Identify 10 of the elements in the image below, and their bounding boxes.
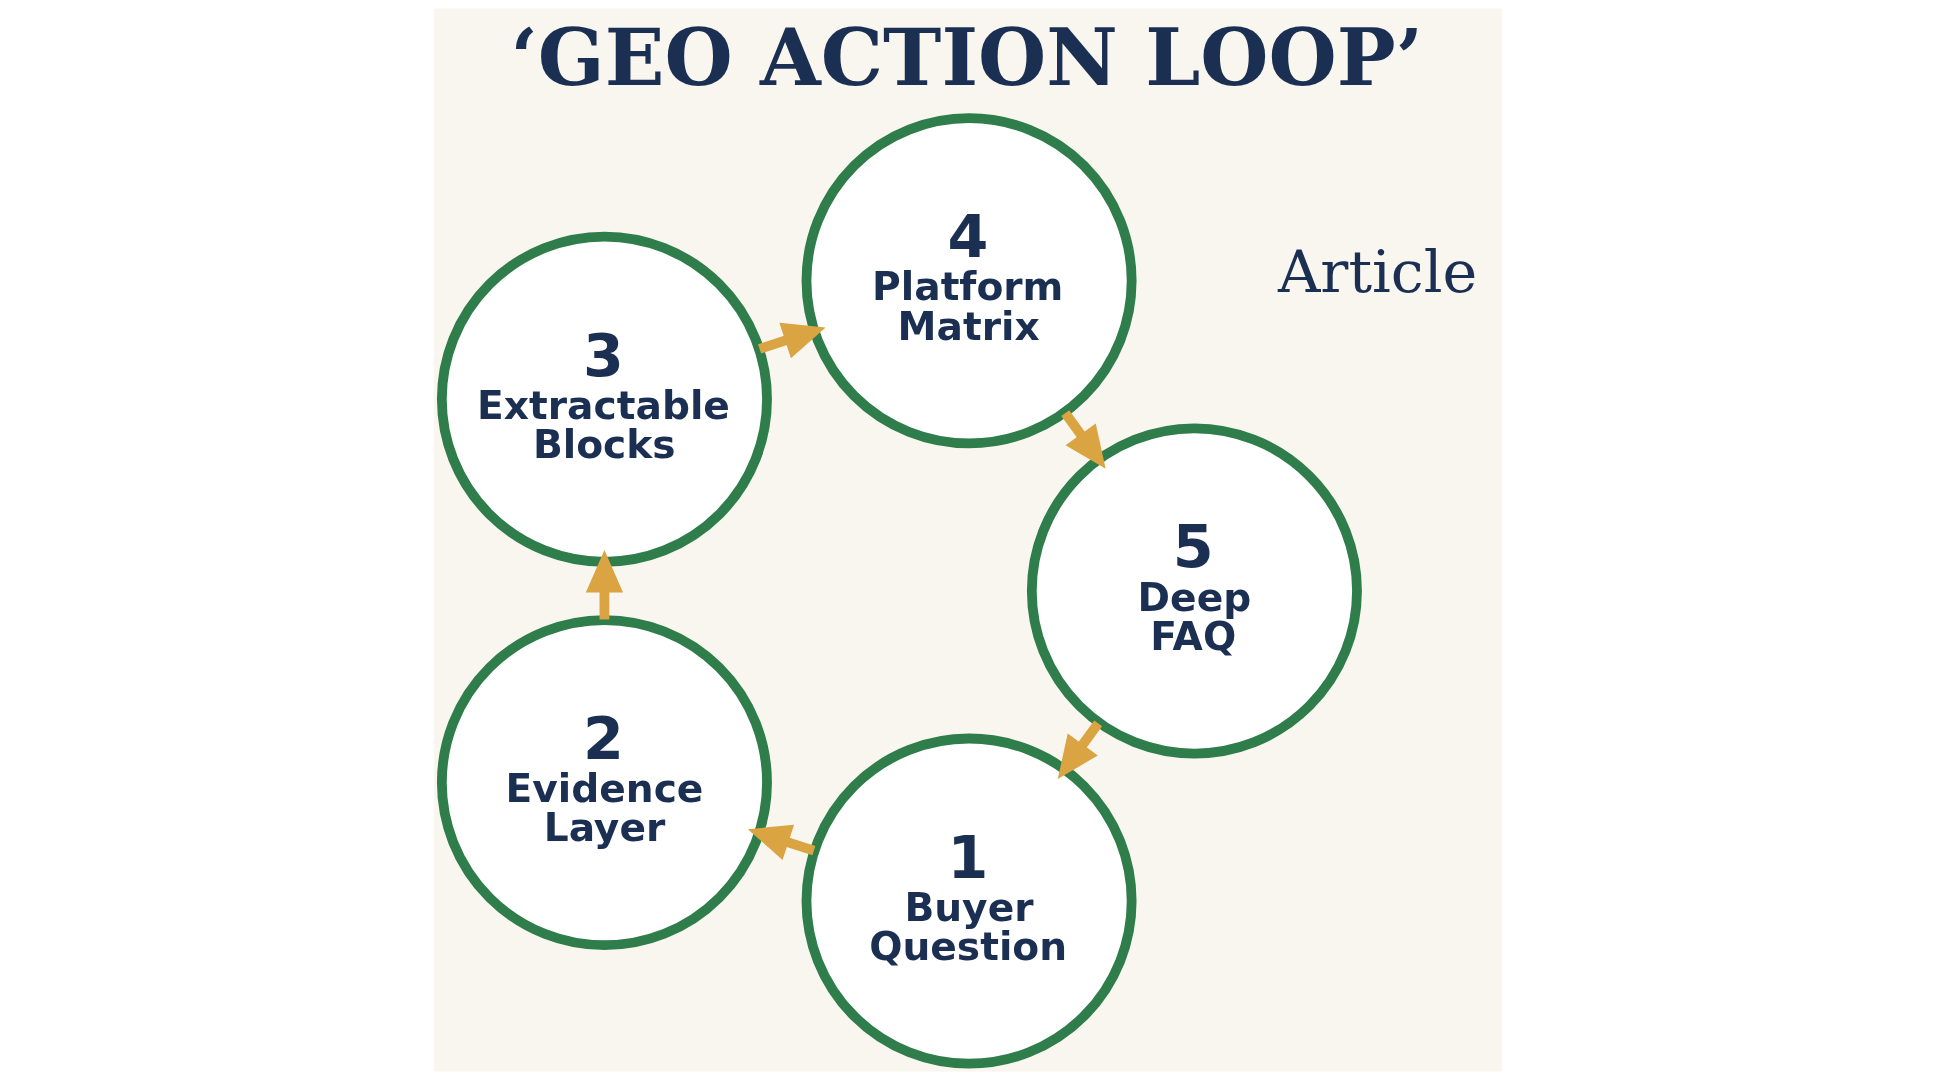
- arrow: [585, 550, 623, 620]
- node-circle: 4 Platform Matrix: [801, 113, 1137, 449]
- arrow: [1057, 720, 1102, 779]
- arrow: [757, 322, 826, 359]
- arrow: [1060, 410, 1106, 469]
- diagram-title: ‘GEO ACTION LOOP’: [510, 10, 1423, 103]
- label: Article: [1277, 237, 1477, 307]
- node-circle: 3 Extractable Blocks: [436, 231, 772, 567]
- node-circle: 2 Evidence Layer: [436, 615, 772, 951]
- arrow: [747, 824, 815, 861]
